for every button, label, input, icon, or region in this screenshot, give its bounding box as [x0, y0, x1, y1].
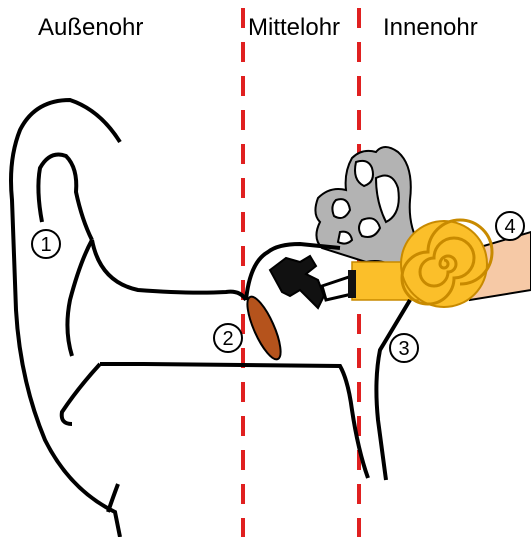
- ossicles: [270, 256, 324, 308]
- eardrum: [241, 293, 287, 363]
- canal-hole-5: [338, 232, 352, 244]
- marker-2: 2: [214, 324, 242, 352]
- marker-4-text: 4: [504, 216, 515, 238]
- marker-3-text: 3: [398, 338, 409, 360]
- concha-lower: [62, 364, 100, 424]
- pinna-outline: [11, 100, 120, 537]
- marker-1-text: 1: [40, 234, 51, 256]
- marker-1: 1: [32, 230, 60, 258]
- marker-3: 3: [390, 334, 418, 362]
- marker-4: 4: [496, 212, 524, 240]
- ear-canal-upper-wall: [92, 240, 246, 300]
- canal-hole-3: [332, 199, 350, 218]
- earlobe: [108, 484, 118, 512]
- helix-inner-fold: [38, 155, 92, 241]
- ear-canal-lower-wall: [100, 364, 368, 478]
- canal-hole-1: [355, 161, 373, 186]
- canal-hole-4: [359, 218, 380, 237]
- antihelix: [67, 240, 92, 356]
- marker-2-text: 2: [222, 328, 233, 350]
- stapes: [322, 276, 352, 300]
- oval-window: [348, 270, 356, 298]
- eustachian-tube: [376, 300, 410, 480]
